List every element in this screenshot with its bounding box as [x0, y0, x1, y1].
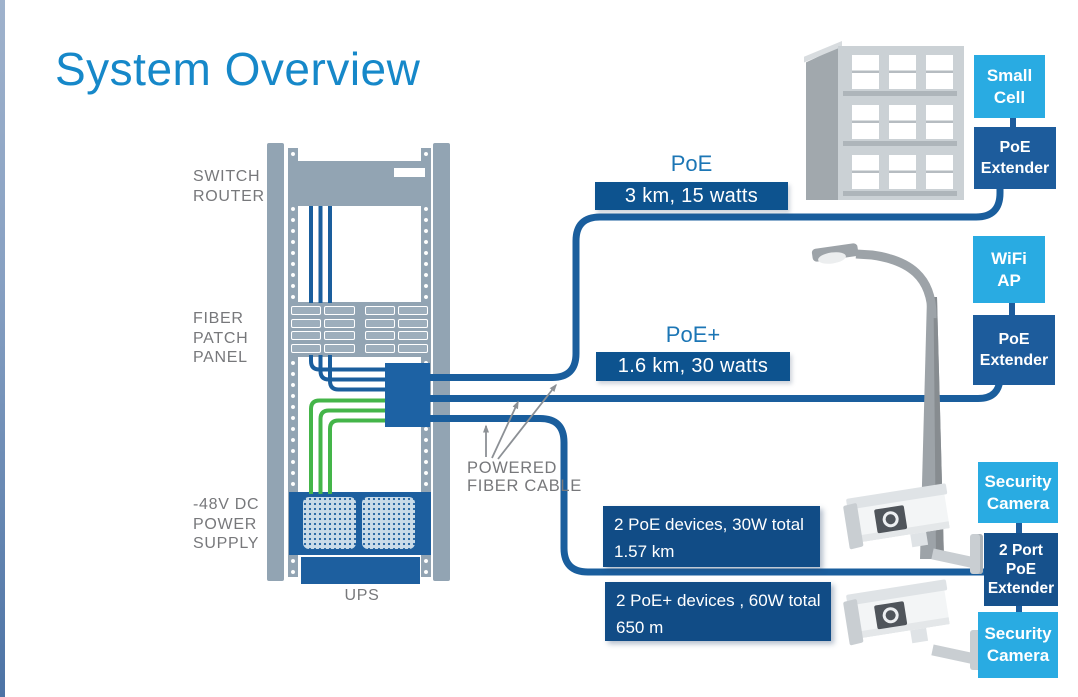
power-supply-label: -48V DC POWER SUPPLY — [193, 496, 260, 552]
patch-slot — [324, 343, 355, 353]
connector — [1016, 604, 1022, 614]
camera-lens — [881, 606, 900, 625]
poe-plus-multi-spec-box: 2 PoE+ devices , 60W total 650 m — [605, 582, 831, 641]
fiber-patch-panel-label: FIBER PATCH PANEL — [193, 310, 249, 366]
psu-vent-grille — [362, 497, 415, 549]
window — [852, 155, 879, 189]
connector — [1010, 116, 1016, 129]
patch-slot — [397, 343, 428, 353]
powered-fiber-cable-label: POWERED FIBER CABLE — [467, 459, 582, 495]
window — [889, 105, 916, 139]
connector — [1016, 521, 1022, 535]
poe-spec-box: 3 km, 15 watts — [595, 182, 788, 210]
patch-slot — [397, 331, 428, 341]
callout-arrows — [483, 383, 557, 460]
endpoint-poe-extender-mid: PoE Extender — [973, 315, 1055, 385]
patch-slot — [291, 306, 322, 315]
endpoint-poe-extender-top: PoE Extender — [974, 127, 1056, 189]
patch-slot — [324, 318, 355, 328]
patch-slot — [291, 343, 322, 353]
patch-slot — [364, 318, 395, 328]
endpoint-wifi-ap: WiFi AP — [973, 236, 1045, 303]
camera-lens — [881, 510, 900, 529]
poe-multi-spec-box: 2 PoE devices, 30W total 1.57 km — [603, 506, 820, 567]
security-camera-icon — [843, 483, 988, 596]
endpoint-two-port-poe-extender: 2 Port PoE Extender — [984, 533, 1058, 606]
window — [926, 155, 953, 189]
window — [889, 55, 916, 89]
rack-rail-left — [267, 143, 284, 581]
rack-post-right — [421, 148, 431, 577]
patch-slot — [291, 318, 322, 328]
switch-router-label: SWITCH ROUTER — [193, 168, 265, 205]
window — [852, 105, 879, 139]
psu-vent-grille — [303, 497, 356, 549]
fiber-patch-panel-unit — [288, 302, 431, 357]
patch-slot — [364, 343, 395, 353]
window — [926, 105, 953, 139]
switch-router-slot — [394, 168, 425, 177]
patch-slot — [364, 331, 395, 341]
patch-slot — [397, 318, 428, 328]
cable-poe — [428, 185, 1004, 381]
patch-slot — [324, 331, 355, 341]
security-camera-icon — [843, 579, 988, 692]
poe-plus-spec-box: 1.6 km, 30 watts — [596, 352, 790, 381]
dc-power-supply-unit — [289, 492, 431, 555]
rack-rail-right — [433, 143, 450, 581]
ups-unit — [301, 557, 420, 584]
building-icon — [804, 40, 964, 200]
fiber-media-converter — [385, 363, 430, 427]
slide-edge-bar — [0, 0, 5, 697]
patch-slot — [364, 306, 395, 315]
window — [852, 55, 879, 89]
patch-slot — [397, 306, 428, 315]
connector — [1009, 302, 1015, 317]
window — [889, 155, 916, 189]
patch-slot — [324, 306, 355, 315]
window — [926, 55, 953, 89]
endpoint-security-camera-top: Security Camera — [978, 462, 1058, 523]
rack-post-left — [288, 148, 298, 577]
ups-label: UPS — [344, 587, 380, 604]
endpoint-small-cell: Small Cell — [974, 55, 1045, 118]
endpoint-security-camera-bottom: Security Camera — [978, 612, 1058, 678]
page-title: System Overview — [55, 43, 421, 95]
poe-plus-link-label: PoE+ — [665, 322, 721, 347]
poe-link-label: PoE — [670, 151, 713, 176]
patch-slot — [291, 331, 322, 341]
